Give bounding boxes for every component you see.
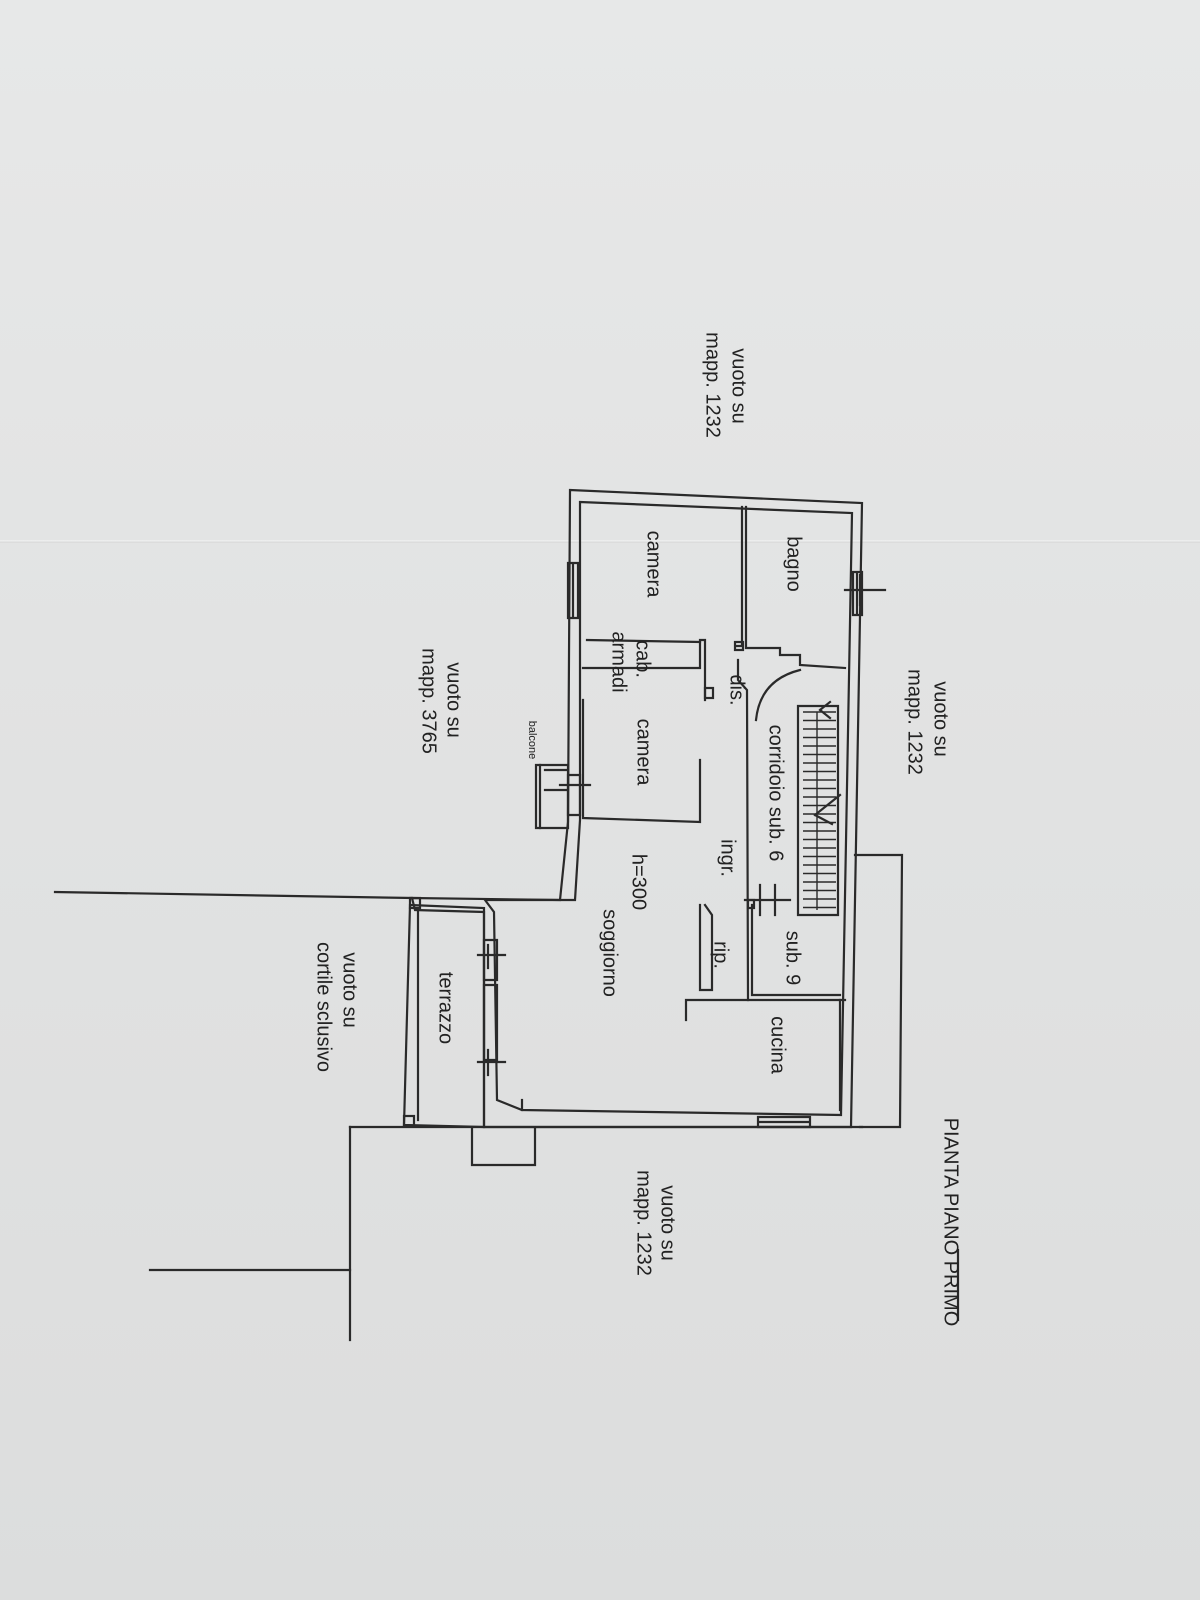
door-jamb-dis bbox=[733, 640, 745, 652]
surround-top-center-1: vuoto su bbox=[929, 681, 952, 757]
wall-dis bbox=[736, 658, 750, 1002]
label-height: h=300 bbox=[627, 853, 650, 911]
surround-mid-left-1: vuoto su bbox=[442, 662, 465, 738]
room-label-armadi: armadi bbox=[607, 631, 630, 693]
wall-cab bbox=[581, 638, 707, 702]
door-jamb-ingr bbox=[746, 898, 756, 910]
surround-top-left-2: mapp. 1232 bbox=[701, 332, 724, 438]
room-label-corridoio: corridoio sub. 6 bbox=[764, 724, 787, 862]
paper-fold bbox=[0, 540, 1200, 543]
surround-top-center-2: mapp. 1232 bbox=[903, 669, 926, 775]
door-jamb-cab bbox=[703, 686, 715, 700]
room-label-sub9: sub. 9 bbox=[781, 930, 804, 986]
surround-bottom-1: vuoto su bbox=[338, 952, 361, 1028]
plan-title: PIANTA PIANO PRIMO bbox=[939, 1117, 962, 1327]
balcone-outline bbox=[534, 763, 570, 830]
room-label-soggiorno: soggiorno bbox=[598, 909, 621, 997]
annex-bottom bbox=[348, 1125, 864, 1167]
room-label-terrazzo: terrazzo bbox=[434, 971, 457, 1045]
property-line-left bbox=[53, 890, 414, 900]
room-label-camera-1: camera bbox=[642, 530, 665, 598]
room-label-dis: dis. bbox=[725, 674, 748, 706]
window-terrazzo-1 bbox=[482, 938, 499, 982]
window-balcone bbox=[566, 773, 582, 817]
surround-mid-left-2: mapp. 3765 bbox=[417, 648, 440, 754]
terrazzo-post-top bbox=[408, 896, 422, 910]
annex-right bbox=[853, 853, 904, 1129]
window-bagno bbox=[851, 570, 864, 617]
outer-wall-inner bbox=[482, 500, 854, 1117]
surround-right-1: vuoto su bbox=[656, 1185, 679, 1261]
balcone-rail bbox=[538, 763, 568, 830]
window-cucina bbox=[756, 1115, 812, 1129]
wall-cab-top bbox=[585, 638, 702, 644]
wall-bagno-bottom bbox=[744, 505, 847, 670]
surround-right-2: mapp. 1232 bbox=[632, 1170, 655, 1276]
wall-rip-bottom bbox=[684, 998, 847, 1022]
wall-corridor-curve bbox=[754, 668, 802, 722]
outer-wall bbox=[410, 488, 864, 1129]
window-terrazzo-2 bbox=[482, 983, 499, 1062]
wall-sub9 bbox=[750, 903, 842, 997]
staircase bbox=[803, 711, 836, 910]
room-label-rip: rip. bbox=[709, 941, 732, 969]
room-label-cucina: cucina bbox=[766, 1016, 789, 1074]
surround-top-left-1: vuoto su bbox=[727, 348, 750, 424]
wall-camera2 bbox=[581, 698, 702, 824]
stair-arrow-top bbox=[818, 700, 832, 720]
stair-arrow bbox=[813, 793, 842, 826]
room-label-camera-2: camera bbox=[632, 718, 655, 786]
wall-rip bbox=[698, 903, 714, 992]
wall-bagno-camera bbox=[734, 505, 744, 648]
terrazzo-post-bottom bbox=[402, 1114, 416, 1128]
room-label-ingr: ingr. bbox=[716, 839, 739, 877]
window-camera bbox=[566, 561, 580, 620]
label-balcone: balcone bbox=[526, 720, 538, 760]
window-tick bbox=[476, 573, 887, 1077]
surround-bottom-2: cortile sclusivo bbox=[312, 941, 335, 1073]
room-label-bagno: bagno bbox=[782, 536, 805, 592]
terrazzo-outline bbox=[402, 903, 486, 1129]
room-label-cab: cab. bbox=[631, 640, 654, 678]
